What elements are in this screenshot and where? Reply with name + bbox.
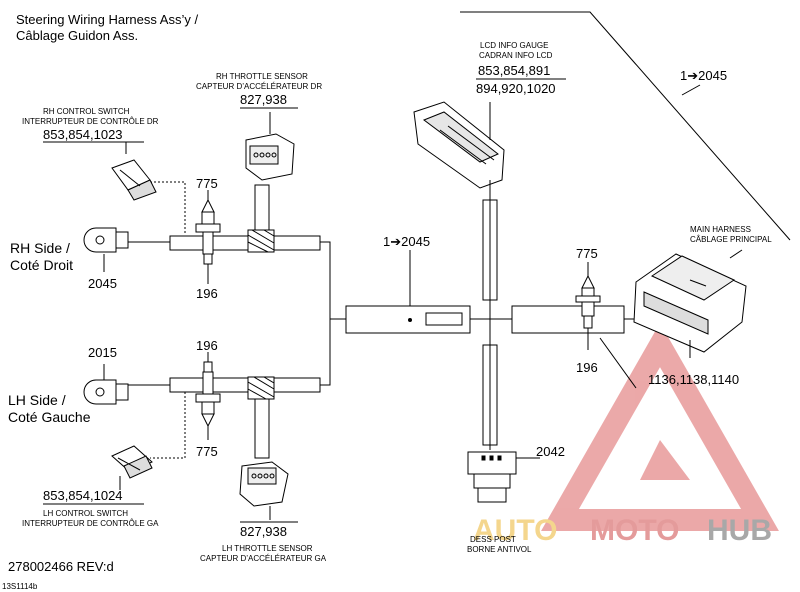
part-number: 278002466 REV:d (8, 559, 114, 574)
main-harness-connector (624, 249, 747, 358)
rh-throttle-label-en: RH THROTTLE SENSOR (216, 72, 308, 81)
main-harness-refs: 1136,1138,1140 (648, 372, 739, 387)
ref-lh-plug: 2015 (88, 345, 117, 360)
main-harness-label-en: MAIN HARNESS (690, 225, 751, 234)
ref-rh-plug: 2045 (88, 276, 117, 291)
lh-side-fr: Coté Gauche (8, 409, 91, 425)
watermark-logo: AUTO MOTO HUB (473, 322, 779, 547)
rh-side-fr: Coté Droit (10, 257, 73, 273)
ref-center-196: 196 (576, 360, 598, 375)
lcd-label-en: LCD INFO GAUGE (480, 41, 548, 50)
lh-control-label-en: LH CONTROL SWITCH (43, 509, 128, 518)
rh-throttle-label-fr: CAPTEUR D’ACCÉLÉRATEUR DR (196, 82, 322, 91)
rh-branch (128, 181, 321, 253)
dess-post-connector (467, 451, 540, 503)
rh-control-refs: 853,854,1023 (43, 127, 123, 142)
rh-control-switch-connector (111, 142, 157, 201)
lh-side-en: LH Side / (8, 392, 66, 408)
main-harness-label-fr: CÂBLAGE PRINCIPAL (690, 235, 772, 244)
lcd-refs-2: 894,920,1020 (476, 81, 556, 96)
rh-control-label-fr: INTERRUPTEUR DE CONTRÔLE DR (22, 117, 159, 126)
lh-throttle-label-fr: CAPTEUR D’ACCÉLÉRATEUR GA (200, 554, 327, 563)
ref-lh-775: 775 (196, 444, 218, 459)
lcd-gauge-connector (413, 101, 505, 200)
rh-side-en: RH Side / (10, 240, 70, 256)
lcd-label-fr: CADRAN INFO LCD (479, 51, 553, 60)
rh-throttle-refs: 827,938 (240, 92, 287, 107)
lh-branch (128, 376, 321, 459)
rh-clip (195, 190, 221, 284)
ref-lh-196: 196 (196, 338, 218, 353)
ref-rh-196: 196 (196, 286, 218, 301)
center-clip (575, 262, 601, 350)
logo-auto: AUTO (473, 514, 557, 547)
lh-throttle-refs: 827,938 (240, 524, 287, 539)
ref-arrow-top: 1➔2045 (680, 68, 727, 83)
logo-hub: HUB (707, 514, 772, 547)
harness-wires (320, 190, 625, 450)
logo-moto: MOTO (590, 514, 679, 547)
lh-plug-connector (83, 364, 129, 405)
lh-throttle-sensor-connector (239, 461, 289, 520)
ref-dess-2042: 2042 (536, 444, 565, 459)
rh-plug-connector (83, 227, 129, 272)
main-harness-leader-line (460, 11, 791, 241)
title-line2: Câblage Guidon Ass. (16, 28, 138, 43)
dess-label-en: DESS POST (470, 535, 516, 544)
rh-control-label-en: RH CONTROL SWITCH (43, 107, 130, 116)
ref-rh-775: 775 (196, 176, 218, 191)
lh-control-refs: 853,854,1024 (43, 488, 123, 503)
lh-clip (195, 352, 221, 440)
ref-center-775: 775 (576, 246, 598, 261)
dess-label-fr: BORNE ANTIVOL (467, 545, 532, 554)
lh-control-label-fr: INTERRUPTEUR DE CONTRÔLE GA (22, 519, 159, 528)
ref-arrow-mid: 1➔2045 (383, 234, 430, 249)
lcd-refs-1: 853,854,891 (478, 63, 550, 78)
rh-throttle-sensor-connector (245, 112, 295, 181)
lh-throttle-label-en: LH THROTTLE SENSOR (222, 544, 313, 553)
image-code: 13S1114b (2, 582, 38, 591)
lh-control-switch-connector (111, 445, 153, 490)
title-line1: Steering Wiring Harness Ass’y / (16, 12, 198, 27)
